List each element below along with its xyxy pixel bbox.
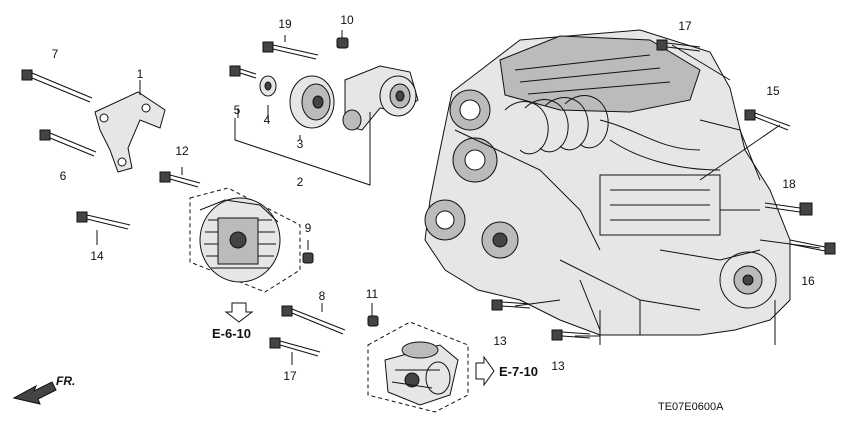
bolt-17-top — [656, 39, 701, 52]
callout-16: 16 — [801, 274, 815, 288]
bolt-16 — [789, 239, 836, 255]
callout-3: 3 — [297, 137, 304, 151]
callout-8: 8 — [319, 289, 326, 303]
engine-leaders — [514, 44, 821, 345]
callout-9: 9 — [305, 221, 312, 235]
alternator-dashed-outline — [189, 187, 301, 293]
bolt-15 — [744, 109, 791, 131]
idler-pulley-3 — [289, 75, 335, 129]
front-direction-arrow-icon — [12, 381, 57, 405]
callout-12: 12 — [175, 144, 189, 158]
bolt-17-bottom — [269, 337, 321, 357]
bolt-8 — [281, 305, 346, 335]
starter-motor — [384, 341, 459, 406]
callout-13-lower: 13 — [551, 359, 565, 373]
nut-9 — [302, 252, 314, 264]
callout-14: 14 — [90, 249, 104, 263]
callout-1: 1 — [137, 67, 144, 81]
callout-4: 4 — [264, 113, 271, 127]
bolt-7 — [21, 69, 93, 103]
callout-18: 18 — [782, 177, 796, 191]
callout-15: 15 — [766, 84, 780, 98]
callout-10: 10 — [340, 13, 354, 27]
nut-11 — [367, 315, 379, 327]
callout-17-bottom: 17 — [283, 369, 297, 383]
engine-assembly — [424, 29, 791, 336]
callout-17-top: 17 — [678, 19, 692, 33]
drawing-code: TE07E0600A — [658, 401, 724, 413]
nut-10 — [336, 37, 349, 49]
front-direction-label: FR. — [56, 374, 75, 388]
callout-13-upper: 13 — [493, 334, 507, 348]
washer-4 — [259, 75, 277, 97]
starter-dashed-outline — [367, 321, 469, 413]
callout-2: 2 — [297, 175, 304, 189]
callout-7: 7 — [52, 47, 59, 61]
callout-19: 19 — [278, 17, 292, 31]
arrow-right-icon — [475, 355, 495, 387]
ref-link-starter[interactable]: E-7-10 — [499, 364, 538, 379]
bolt-13-upper — [491, 299, 531, 311]
bolt-14 — [76, 211, 131, 230]
arrow-down-icon — [224, 302, 254, 323]
auto-tensioner — [342, 65, 419, 131]
bolt-5 — [229, 65, 257, 79]
alternator — [199, 197, 281, 283]
bolt-6 — [39, 129, 97, 157]
callout-11: 11 — [366, 287, 379, 301]
bolt-13-lower — [551, 329, 591, 341]
bolt-18 — [764, 202, 813, 216]
callout-5: 5 — [234, 103, 241, 117]
callout-6: 6 — [60, 169, 67, 183]
bolt-12 — [159, 171, 201, 188]
ref-link-alternator[interactable]: E-6-10 — [212, 326, 251, 341]
alternator-bracket — [94, 91, 166, 173]
bolt-19 — [262, 41, 319, 60]
